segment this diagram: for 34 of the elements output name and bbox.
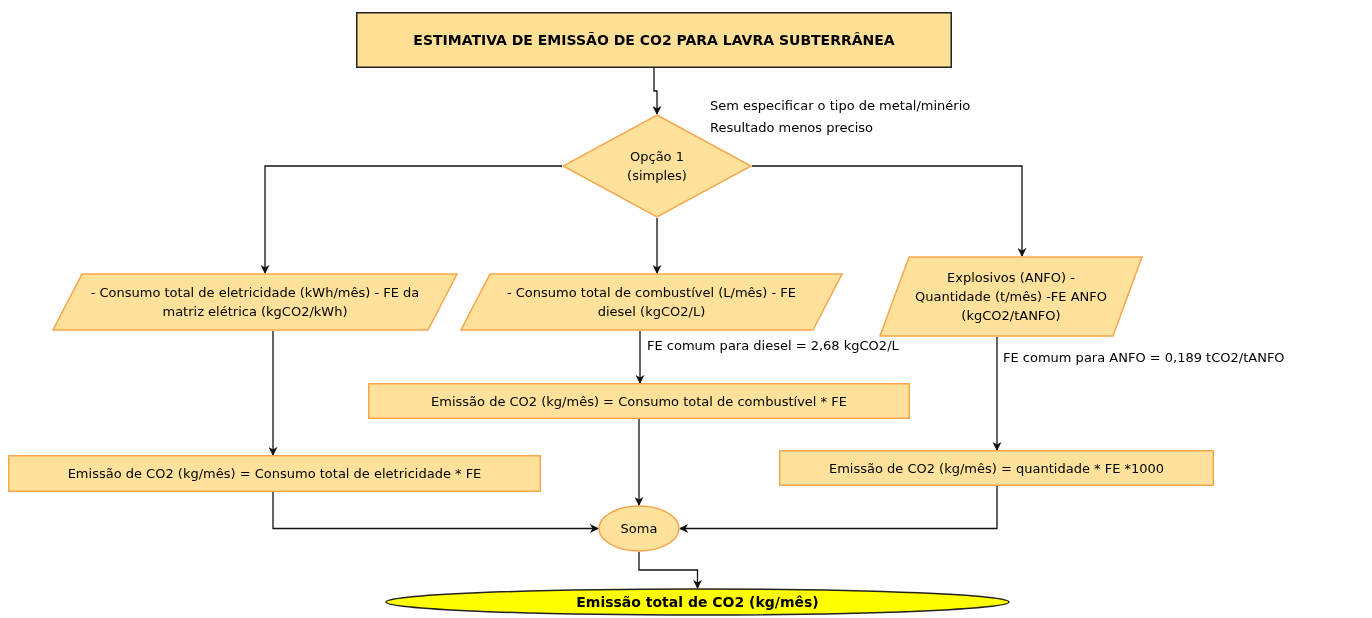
arrow bbox=[652, 67, 662, 115]
arrow bbox=[652, 217, 662, 274]
title-box bbox=[356, 12, 952, 68]
arrow bbox=[679, 485, 998, 533]
node-text: - Consumo total de eletricidade (kWh/mês) - FE da matriz elétrica (kgCO2/kWh) bbox=[89, 284, 421, 321]
process-box bbox=[779, 450, 1214, 486]
process-box bbox=[368, 383, 910, 419]
node-text: ESTIMATIVA DE EMISSÃO DE CO2 PARA LAVRA SUBTERRÂNEA bbox=[412, 30, 896, 50]
arrow bbox=[260, 165, 563, 274]
node-text: Emissão de CO2 (kg/mês) = quantidade * FE *1000 bbox=[827, 459, 1166, 478]
node-text: Soma bbox=[619, 520, 659, 538]
arrow bbox=[272, 491, 599, 533]
note-text: Resultado menos preciso bbox=[710, 119, 875, 137]
note-text: Sem especificar o tipo de metal/minério bbox=[710, 97, 971, 115]
node-text: Explosivos (ANFO) -Quantidade (t/mês) -FE ANFO (kgCO2/tANFO) bbox=[914, 269, 1108, 325]
input-parallelogram bbox=[879, 256, 1143, 337]
edge-label: FE comum para ANFO = 0,189 tCO2/tANFO bbox=[1002, 350, 1286, 366]
node-text: Opção 1 (simples) bbox=[626, 148, 688, 185]
arrow bbox=[634, 418, 644, 506]
arrow bbox=[992, 336, 1002, 451]
arrow bbox=[268, 330, 278, 456]
arrow bbox=[638, 551, 702, 589]
input-parallelogram bbox=[52, 273, 458, 331]
node-text: Emissão de CO2 (kg/mês) = Consumo total de combustível * FE bbox=[430, 392, 848, 411]
node-text: Emissão total de CO2 (kg/mês) bbox=[575, 592, 820, 612]
edge-label: FE comum para diesel = 2,68 kgCO2/L bbox=[646, 338, 900, 354]
arrow bbox=[751, 165, 1027, 257]
input-parallelogram bbox=[460, 273, 843, 331]
node-text: - Consumo total de combustível (L/mês) - FE diesel (kgCO2/L) bbox=[505, 284, 798, 321]
node-text: Emissão de CO2 (kg/mês) = Consumo total de eletricidade * FE bbox=[66, 465, 483, 483]
arrow bbox=[635, 330, 645, 384]
result-ellipse bbox=[385, 588, 1010, 616]
process-box bbox=[8, 455, 541, 492]
sum-ellipse bbox=[598, 505, 680, 552]
